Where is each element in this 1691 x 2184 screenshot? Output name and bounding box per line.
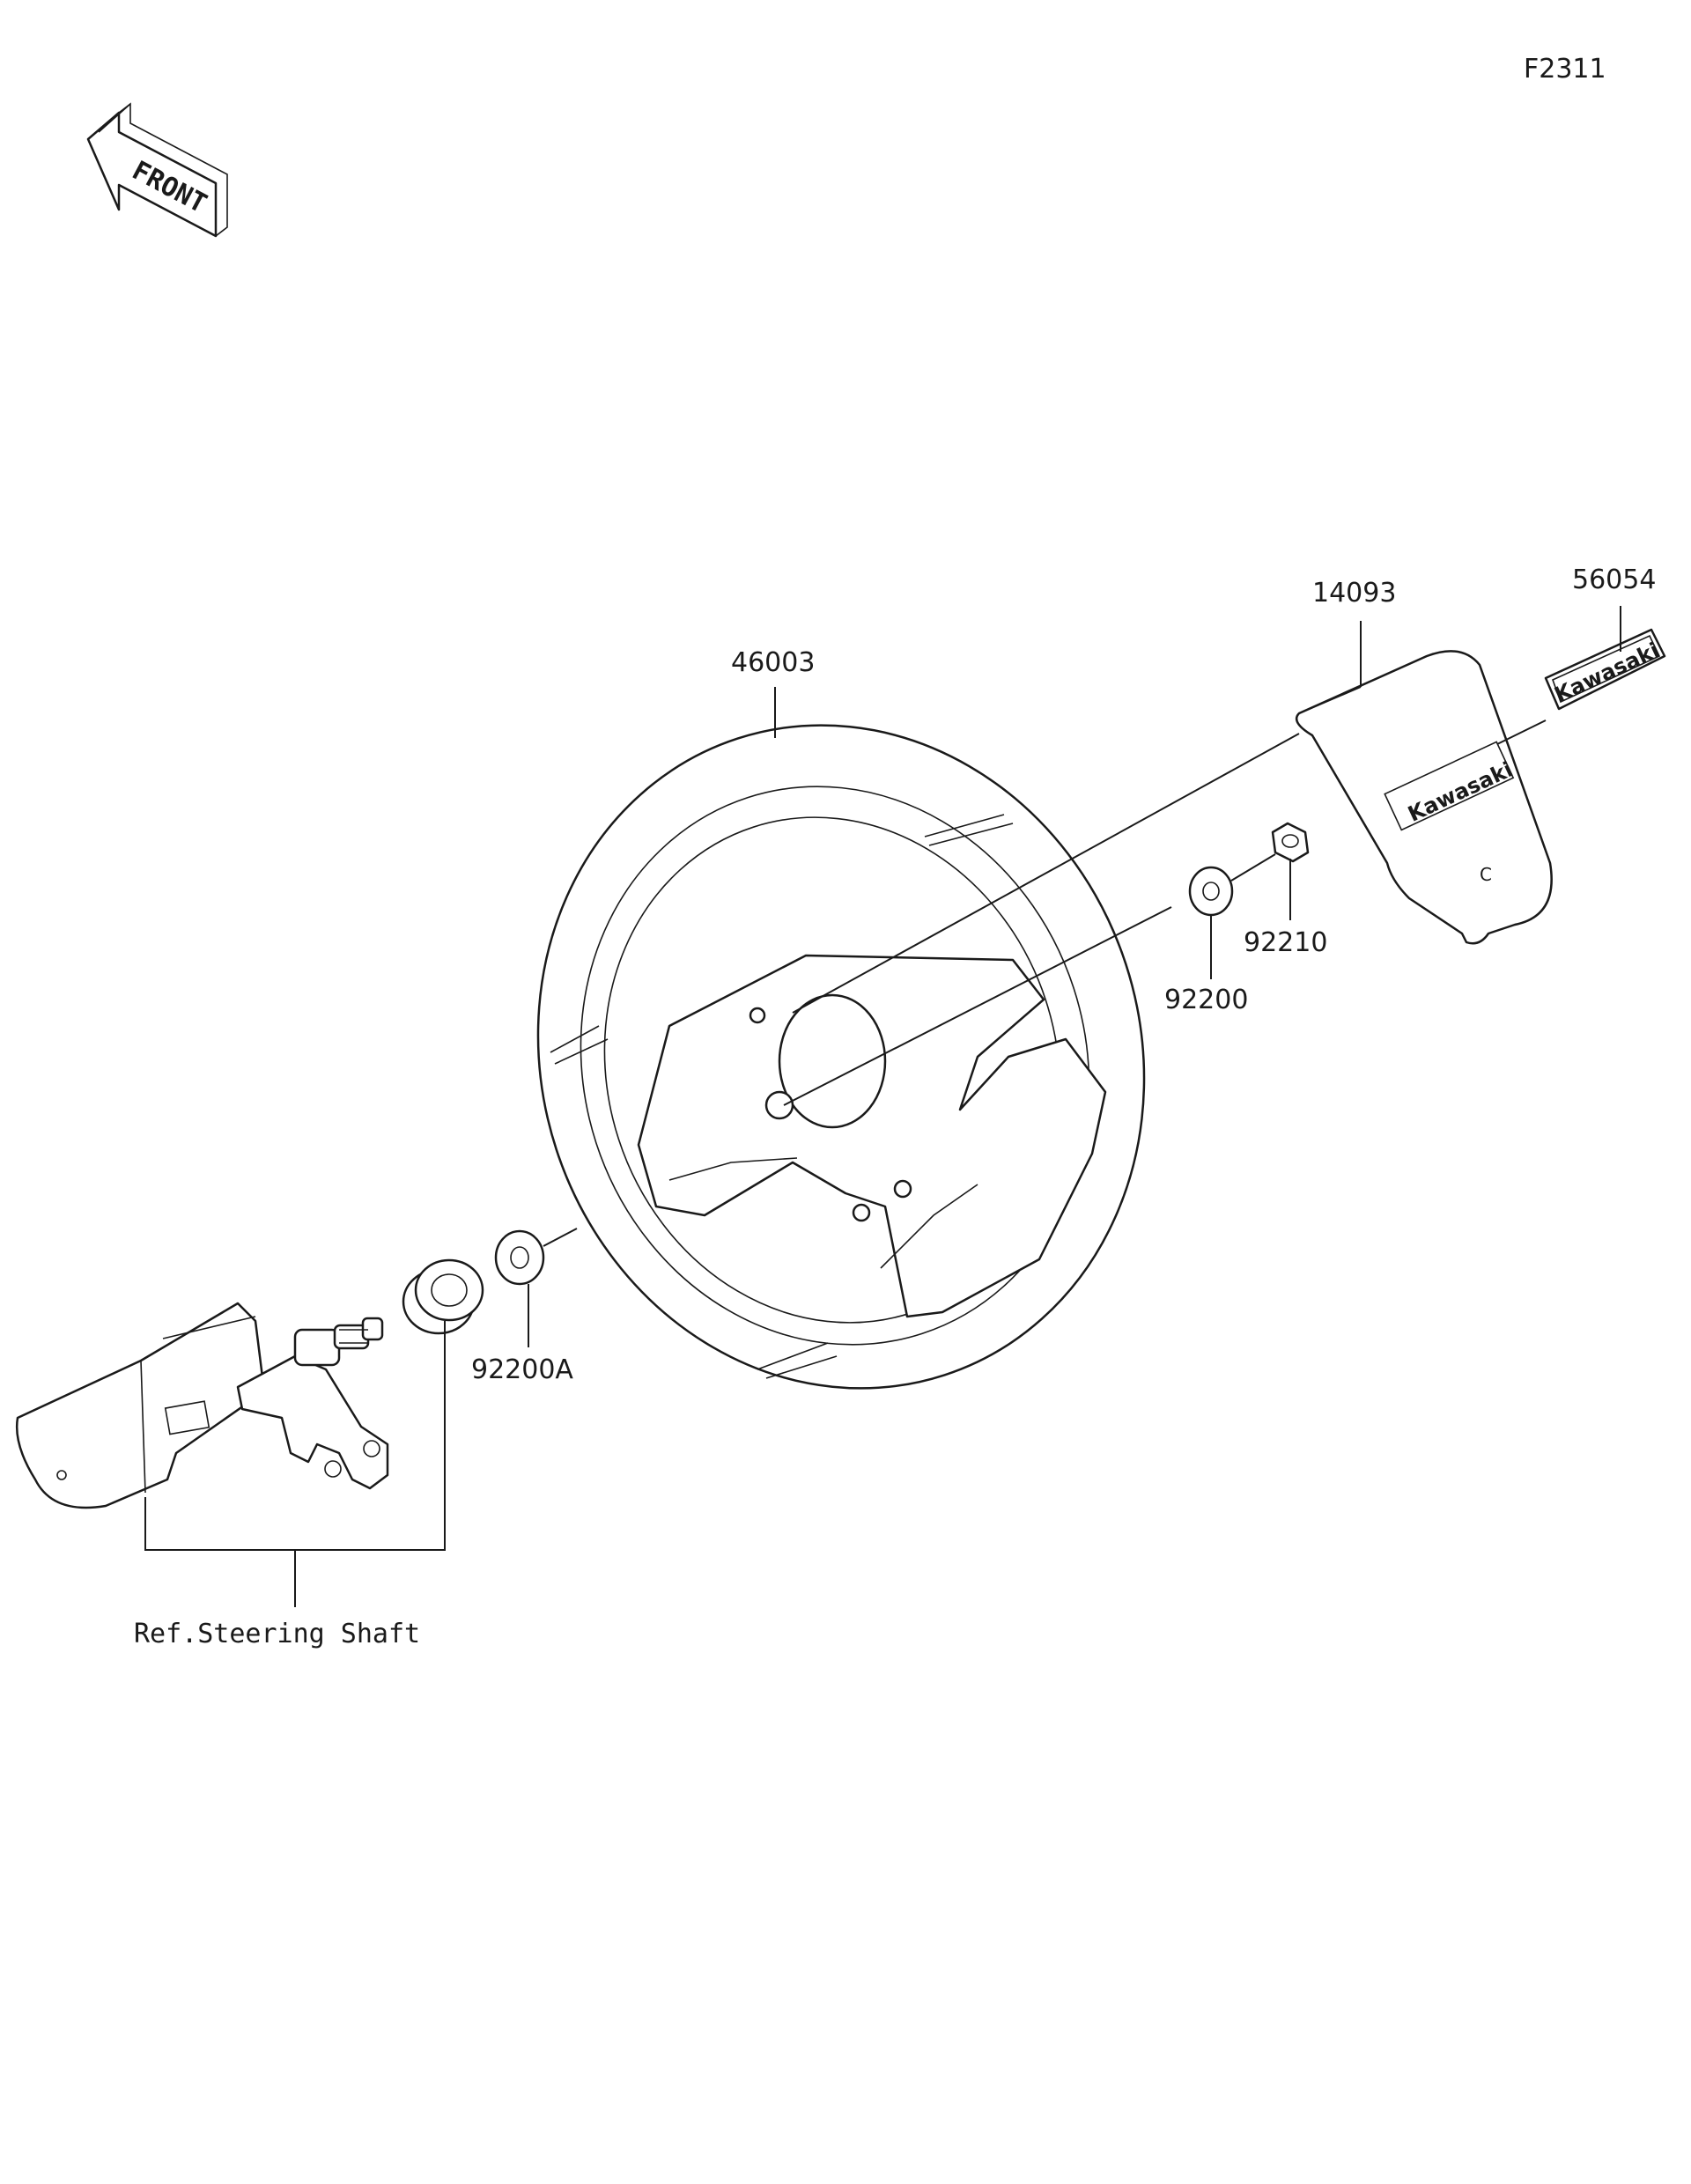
part-label-92200: 92200 <box>1164 985 1248 1015</box>
part-label-46003: 46003 <box>731 647 815 678</box>
leader-92200-to-hub <box>783 906 1172 1106</box>
leader-56054-to-pad <box>1496 719 1547 745</box>
part-label-92200a: 92200A <box>471 1354 573 1385</box>
emblem-drawing: Kawasaki <box>1544 628 1666 711</box>
part-label-92210: 92210 <box>1244 927 1327 958</box>
leader-14093-angle <box>1298 686 1362 714</box>
washer-92200a-drawing <box>494 1229 545 1286</box>
leader-14093-to-wheel <box>792 733 1300 1014</box>
steering-wheel-drawing <box>536 724 1146 1390</box>
washer-92200-drawing <box>1188 866 1234 917</box>
part-label-14093: 14093 <box>1312 578 1396 609</box>
front-arrow-icon: FRONT <box>86 102 228 238</box>
horn-pad-drawing: Kawasaki C <box>1295 650 1553 945</box>
steering-shaft-drawing <box>16 1302 389 1509</box>
diagram-code: F2311 <box>1524 54 1606 85</box>
svg-text:C: C <box>1480 864 1492 885</box>
leader-92210-to-washer <box>1230 853 1276 882</box>
nut-92210-drawing <box>1271 822 1310 863</box>
collar-drawing <box>402 1258 484 1335</box>
reference-label: Ref.Steering Shaft <box>134 1619 420 1649</box>
part-label-56054: 56054 <box>1572 564 1656 595</box>
leader-92200a-to-wheel <box>543 1228 578 1247</box>
